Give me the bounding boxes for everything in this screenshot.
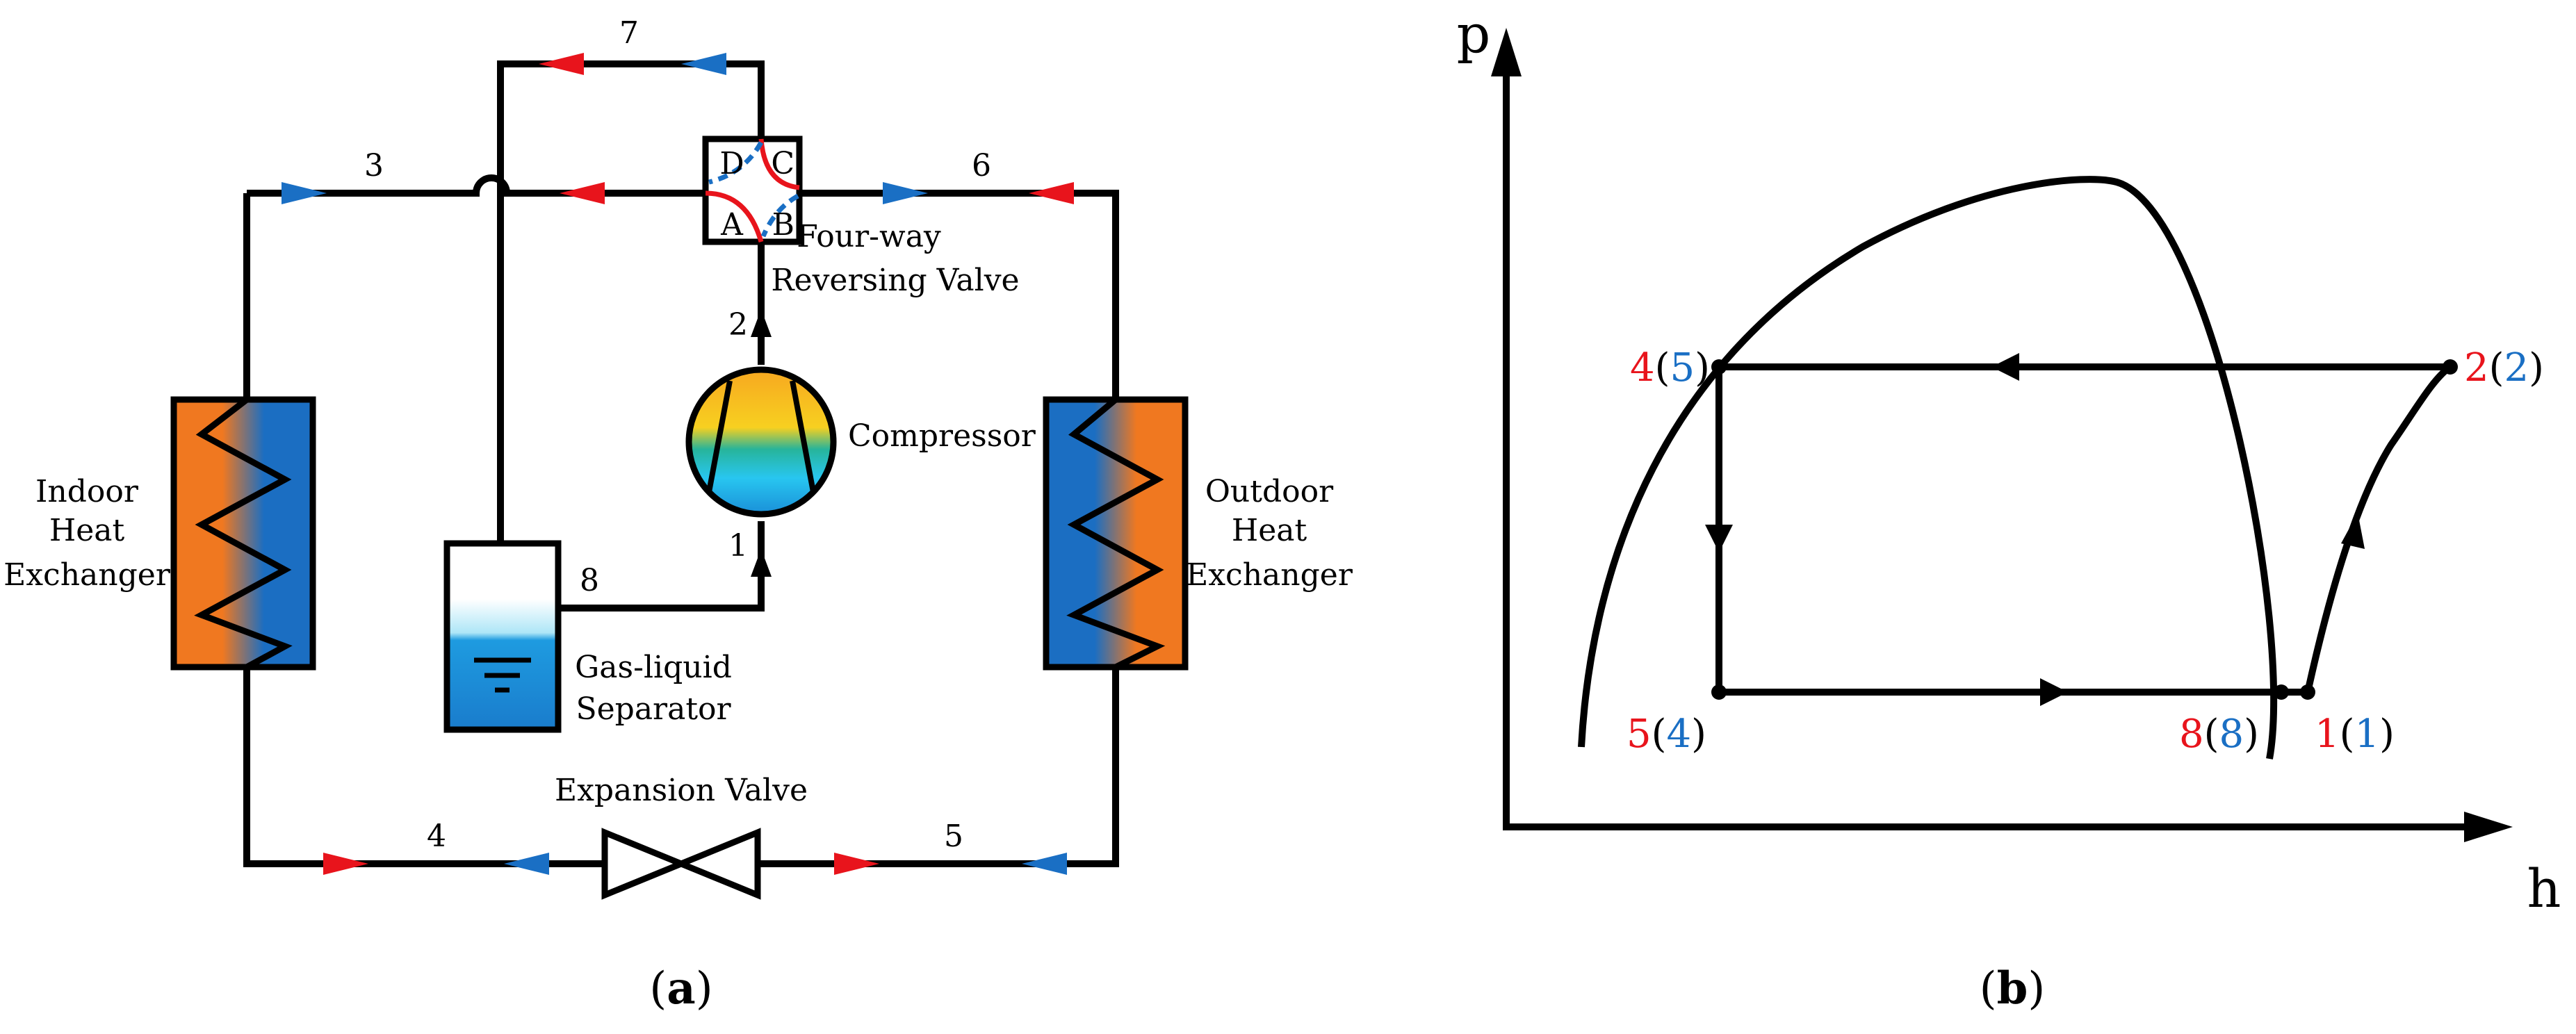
point-label-5: 5 (944, 819, 963, 854)
x-axis-label: h (2527, 857, 2561, 919)
x-axis-arrowhead (2464, 812, 2513, 842)
blue-arrow-4 (504, 853, 549, 875)
valve-port-D: D (719, 146, 744, 181)
red-arrow-4 (323, 853, 368, 875)
cycle-schematic (243, 60, 1119, 867)
point-label-4: 4 (427, 819, 446, 854)
point-label-7: 7 (619, 15, 639, 51)
point-label-3: 3 (364, 148, 384, 183)
indoor-hx-label-3: Exchanger (3, 557, 171, 593)
compressor-flow-arrows (751, 309, 772, 577)
line-1-to-2 (2304, 363, 2452, 694)
point-label-6: 6 (972, 148, 991, 183)
state-label-1-1: 1(1) (2315, 712, 2395, 757)
expansion-valve-label: Expansion Valve (555, 773, 808, 808)
gas-liquid-separator (443, 540, 562, 733)
cycle-lines (1715, 363, 2452, 696)
y-axis-arrowhead (1491, 28, 1522, 76)
blue-arrow-7 (681, 53, 726, 75)
ph-diagram: p h 4(5) 2(2) 5(4) 8(8) (1457, 3, 2561, 1015)
flow-arrows (282, 53, 1074, 875)
valve-port-C: C (771, 146, 794, 181)
point-label-1: 1 (728, 528, 748, 564)
outdoor-hx-label-2: Heat (1232, 513, 1307, 548)
indoor-heat-exchanger (170, 396, 316, 671)
pipe-line-3 (247, 174, 706, 197)
four-way-valve-label-1: Four-way (797, 219, 941, 254)
outdoor-heat-exchanger (1043, 396, 1189, 671)
state-label-5-4: 5(4) (1627, 712, 1706, 757)
state-label-2-2: 2(2) (2464, 345, 2544, 391)
pipe-indoor-bottom (243, 667, 605, 867)
indoor-hx-label-2: Heat (49, 513, 125, 548)
red-arrow-5 (834, 853, 879, 875)
y-axis-label: p (1457, 3, 1491, 65)
panel-a-labels: 3 6 7 2 1 8 4 5 D C A B Four-way Reversi… (3, 15, 1353, 854)
state-labels: 4(5) 2(2) 5(4) 8(8) 1(1) (1627, 345, 2544, 757)
state-label-8-8: 8(8) (2179, 712, 2259, 757)
separator-label-2: Separator (576, 691, 731, 727)
separator-label-1: Gas-liquid (575, 650, 732, 685)
cycle-direction-arrows (1705, 353, 2365, 706)
blue-arrow-6 (883, 182, 928, 204)
valve-port-B: B (772, 207, 794, 243)
point-label-2: 2 (728, 307, 748, 343)
pipe-line-7 (497, 60, 765, 543)
panel-a-caption: (a) (649, 962, 712, 1015)
red-arrow-7 (539, 53, 584, 75)
compressor-label: Compressor (848, 418, 1036, 454)
pipe-line-5 (758, 667, 1119, 867)
outdoor-hx-label-1: Outdoor (1205, 474, 1334, 509)
saturation-dome (1578, 176, 2278, 760)
outdoor-hx-label-3: Exchanger (1186, 557, 1353, 593)
four-way-valve-label-2: Reversing Valve (771, 263, 1019, 298)
blue-arrow-3 (282, 182, 327, 204)
point-label-8: 8 (580, 563, 599, 598)
four-way-reversing-valve (702, 136, 803, 245)
red-arrow-6 (1029, 182, 1074, 204)
blue-arrow-5 (1022, 853, 1067, 875)
indoor-hx-label-1: Indoor (35, 474, 139, 509)
valve-port-A: A (720, 207, 744, 243)
state-label-4-5: 4(5) (1630, 345, 1710, 391)
panel-b-caption: (b) (1980, 962, 2046, 1015)
expansion-valve (601, 828, 761, 900)
compressor (685, 366, 837, 518)
state-points (1711, 359, 2458, 700)
red-arrow-3 (560, 182, 605, 204)
